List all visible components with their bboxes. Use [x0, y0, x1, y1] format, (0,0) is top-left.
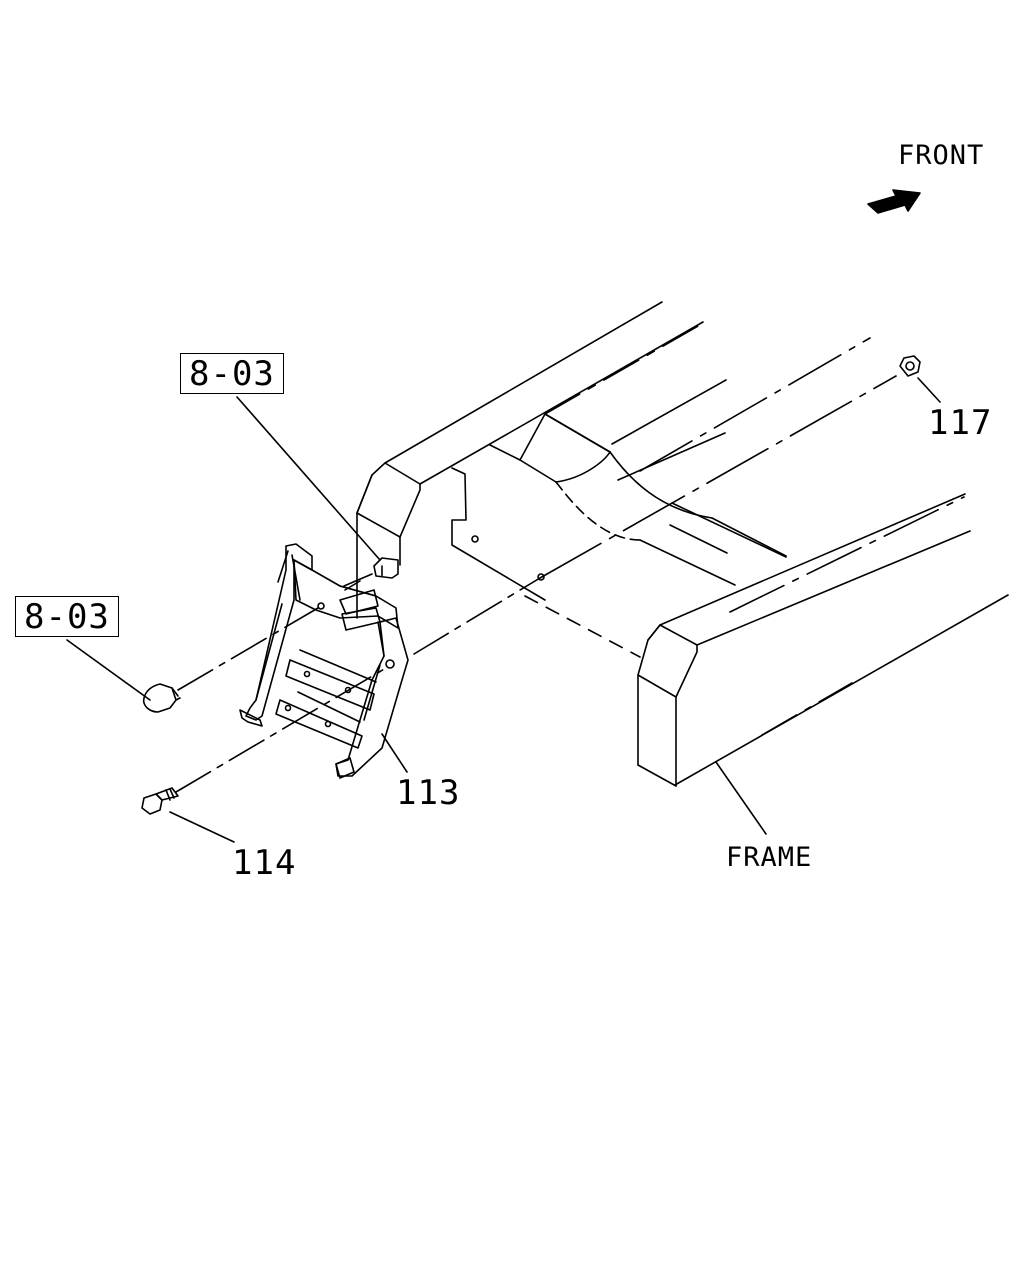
bolt-114-part	[141, 787, 179, 815]
reference-8-03-top: 8-03	[180, 353, 284, 394]
part-number-113: 113	[396, 773, 461, 813]
bracket-113	[239, 543, 409, 779]
assembly-lines	[175, 375, 897, 793]
hole-marker	[537, 573, 545, 581]
front-label: FRONT	[898, 140, 985, 171]
frame-label: FRAME	[726, 842, 813, 873]
lamp-bulb-part	[142, 683, 181, 713]
leader-lines	[66, 377, 941, 843]
nut-117-part	[899, 355, 921, 377]
part-number-117: 117	[928, 403, 993, 443]
frame-rails	[356, 301, 1009, 787]
front-arrow-icon	[867, 189, 921, 214]
connector-part	[343, 557, 399, 587]
reference-8-03-left: 8-03	[15, 596, 119, 637]
part-number-114: 114	[232, 843, 297, 883]
